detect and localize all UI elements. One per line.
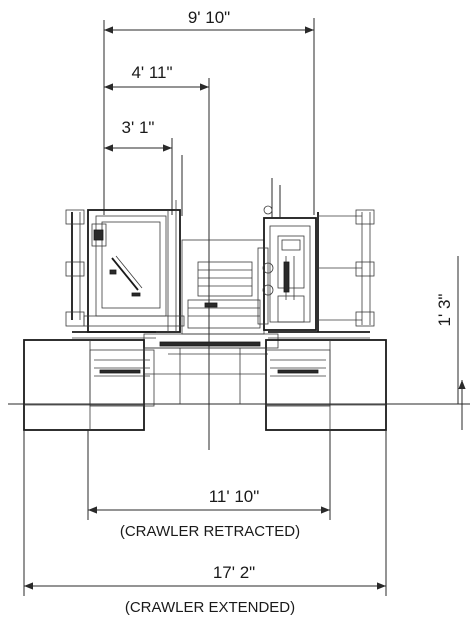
- dim-extended-width-label: 17' 2": [213, 563, 255, 582]
- dim-half-width: 4' 11": [104, 63, 210, 450]
- dim-side-height-label: 1' 3": [435, 294, 454, 327]
- center-machinery: [143, 239, 279, 355]
- dim-half-width-label: 4' 11": [131, 63, 172, 82]
- dim-overall-width: 9' 10": [103, 8, 315, 215]
- dim-overall-width-label: 9' 10": [188, 8, 230, 27]
- dim-retracted-width-label: 11' 10": [209, 487, 260, 506]
- side-frame-right: [268, 209, 375, 339]
- crawler-track-right: [265, 339, 387, 431]
- dim-retracted-width: 11' 10" (CRAWLER RETRACTED): [87, 430, 331, 540]
- caption-extended: (CRAWLER EXTENDED): [125, 599, 295, 616]
- cab-unit: [83, 155, 185, 333]
- carbody-center: [143, 347, 267, 405]
- dim-cab-offset-label: 3' 1": [122, 118, 155, 137]
- caption-retracted: (CRAWLER RETRACTED): [120, 523, 300, 540]
- dim-cab-offset: 3' 1": [104, 118, 173, 215]
- engine-unit: [257, 178, 317, 331]
- dim-side-height: 1' 3": [435, 256, 466, 430]
- dim-extended-width: 17' 2" (CRAWLER EXTENDED): [23, 430, 387, 616]
- side-frame-left: [65, 209, 156, 339]
- crawler-track-left: [23, 339, 155, 431]
